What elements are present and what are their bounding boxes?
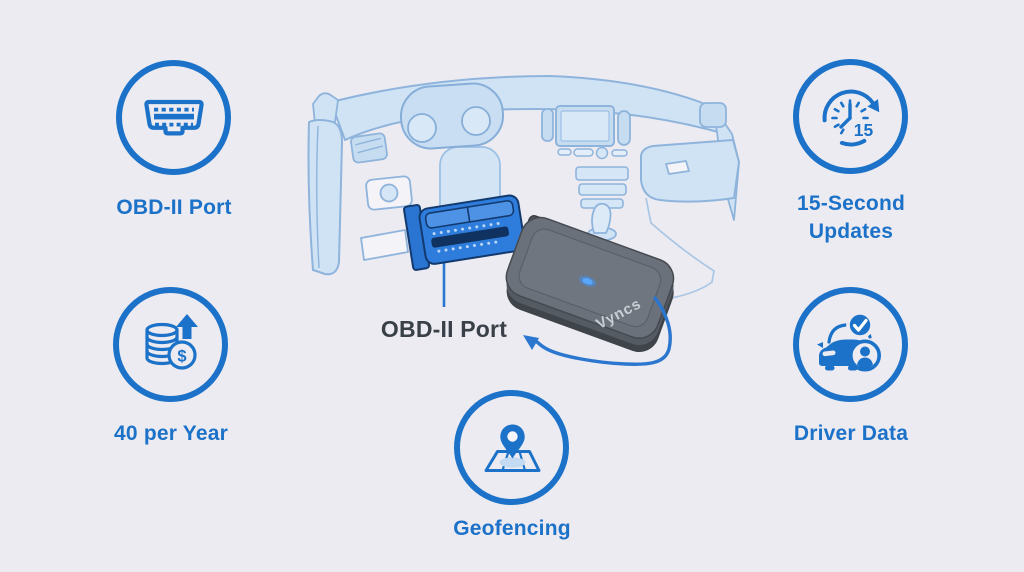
feature-geofencing — [454, 390, 569, 505]
feature-annual-cost: $ — [113, 287, 228, 402]
left-air-vent — [350, 132, 388, 164]
obd-connector — [403, 194, 526, 271]
glovebox — [640, 139, 740, 203]
check-badge-icon — [845, 310, 874, 339]
left-panel — [307, 119, 344, 276]
coins-growth-icon: $ — [113, 287, 228, 402]
switch-panel — [365, 175, 413, 211]
console-contour — [645, 197, 715, 299]
left-cap — [312, 92, 339, 125]
connector-pins — [432, 222, 500, 253]
map-pin-icon — [454, 390, 569, 505]
feature-obd-port-label: OBD-II Port — [116, 196, 232, 219]
car-driver-check-icon — [793, 287, 908, 402]
stack-buttons — [557, 146, 628, 160]
center-vent-left — [541, 108, 554, 142]
clock-refresh-icon: 15 — [793, 59, 908, 174]
feature-updates-label: 15-Second Updates — [797, 192, 905, 243]
left-panel-line — [316, 125, 320, 269]
plug-direction-arrow — [523, 296, 672, 366]
infotainment-screen — [555, 105, 615, 147]
right-air-vent — [699, 102, 727, 128]
obd-connector-icon — [116, 60, 231, 175]
tracker-device — [505, 216, 675, 353]
steering-wheel — [399, 82, 505, 150]
led-indicator — [582, 277, 593, 285]
feature-driver-data-label: Driver Data — [793, 422, 909, 445]
feature-obd-port — [116, 60, 231, 175]
feature-geofencing-label: Geofencing — [453, 517, 571, 540]
dash-top — [330, 75, 719, 141]
up-arrow-icon — [175, 313, 198, 339]
port-callout-label: OBD-II Port — [380, 316, 508, 342]
car-dashboard-illustration: Vyncs — [307, 75, 740, 366]
feature-driver-data — [793, 287, 908, 402]
lower-trim — [360, 229, 409, 261]
feature-annual-cost-label: 40 per Year — [114, 422, 228, 445]
center-vent-right — [617, 110, 631, 146]
feature-updates: 15 — [793, 59, 908, 174]
stack-slats — [575, 166, 629, 209]
clock-badge-text: 15 — [853, 120, 873, 140]
person-badge-icon — [848, 338, 881, 371]
dollar-sign-text: $ — [177, 347, 186, 365]
